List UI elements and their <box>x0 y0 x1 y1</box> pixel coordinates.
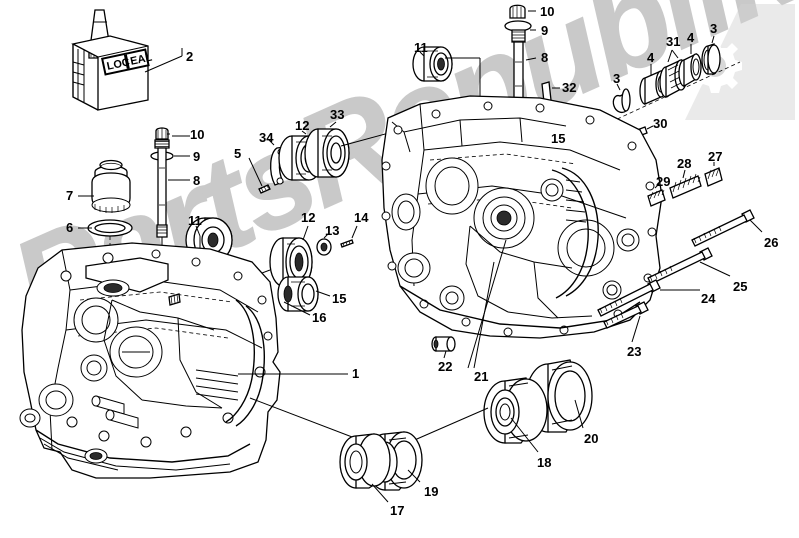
callout-33: 33 <box>330 107 345 122</box>
callout-18: 18 <box>537 455 552 470</box>
callout-14: 14 <box>354 210 369 225</box>
bearing-33-upper <box>305 129 349 177</box>
callout-6: 6 <box>66 220 74 235</box>
callout-16: 16 <box>312 310 327 325</box>
callout-11-left: 11 <box>188 213 202 228</box>
callout-5: 5 <box>234 146 242 161</box>
svg-text:LOC: LOC <box>106 56 131 73</box>
sealant-tube-part: LOC EAL <box>73 10 154 110</box>
callout-34: 34 <box>259 130 274 145</box>
svg-text:EAL: EAL <box>129 51 153 67</box>
callout-26: 26 <box>764 235 779 250</box>
dowel-bush-22 <box>432 337 455 351</box>
callout-17: 17 <box>390 503 405 518</box>
callout-3-right: 3 <box>710 21 718 36</box>
callout-4-right: 4 <box>687 30 695 45</box>
screw-5-part <box>259 185 270 193</box>
callout-28: 28 <box>677 156 692 171</box>
screw-14-part <box>341 240 353 247</box>
callout-12-mid: 12 <box>301 210 316 225</box>
bearing-12-mid <box>270 238 312 286</box>
callout-23: 23 <box>627 344 642 359</box>
callout-7: 7 <box>66 188 74 203</box>
callout-21: 21 <box>474 369 489 384</box>
bearing-11-right <box>413 47 452 81</box>
o-ring-part <box>88 220 132 236</box>
bolt-25 <box>648 248 712 284</box>
right-crankcase-half <box>382 96 662 338</box>
callout-4-left: 4 <box>647 50 655 65</box>
callout-2: 2 <box>186 49 194 64</box>
callout-31: 31 <box>666 34 681 49</box>
stud-left-part <box>151 128 173 290</box>
bearing-15-mid <box>278 277 318 311</box>
bearing-18-part <box>484 378 547 443</box>
callout-25: 25 <box>733 279 748 294</box>
oil-filler-cap-part <box>92 161 130 214</box>
left-crankcase-half <box>20 243 280 478</box>
callout-8-left: 8 <box>193 173 201 188</box>
callout-20: 20 <box>584 431 599 446</box>
callout-15-right: 15 <box>551 131 566 146</box>
callout-27: 27 <box>708 149 723 164</box>
bolt-26 <box>692 210 754 246</box>
callout-24: 24 <box>701 291 716 306</box>
bolt-23 <box>604 302 648 328</box>
bolt-24 <box>598 280 660 316</box>
bearing-17-part <box>340 434 390 488</box>
callout-10-right: 10 <box>540 4 555 19</box>
callout-10-left: 10 <box>190 127 205 142</box>
callout-8-right: 8 <box>541 50 549 65</box>
callout-11-right: 11 <box>414 40 428 55</box>
callout-3-left: 3 <box>613 71 621 86</box>
crank-bearing-assembly <box>598 44 740 128</box>
callout-30: 30 <box>653 116 668 131</box>
studs-27-28-29 <box>648 168 722 206</box>
callout-9-left: 9 <box>193 149 201 164</box>
callout-15-mid: 15 <box>332 291 347 306</box>
callout-22: 22 <box>438 359 453 374</box>
callout-19: 19 <box>424 484 439 499</box>
callout-29: 29 <box>656 174 671 189</box>
callout-32: 32 <box>562 80 577 95</box>
callout-9-right: 9 <box>541 23 549 38</box>
callout-13: 13 <box>325 223 340 238</box>
nut-13-part <box>317 239 331 255</box>
callout-12-upper: 12 <box>295 118 310 133</box>
callout-1: 1 <box>352 366 360 381</box>
